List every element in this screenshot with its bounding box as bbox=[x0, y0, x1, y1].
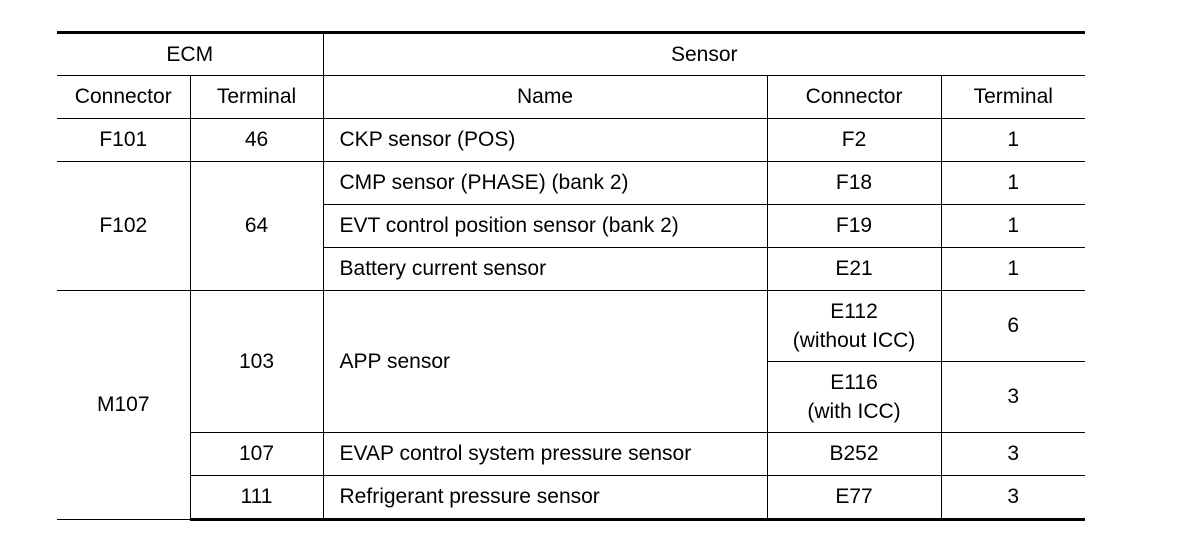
ecm-group-header: ECM bbox=[57, 31, 324, 76]
ecm-connector-cell: M107 bbox=[57, 290, 191, 520]
ecm-terminal-cell: 103 bbox=[189, 290, 324, 433]
sensor-connector-cell: B252 bbox=[766, 432, 942, 476]
connector-terminal-table: ECM Sensor Connector Terminal Name Conne… bbox=[57, 31, 1086, 521]
sensor-name-header: Name bbox=[322, 75, 768, 119]
sensor-connector-cell: E77 bbox=[766, 475, 942, 521]
table-row: 107 EVAP control system pressure sensor … bbox=[57, 432, 1086, 476]
table-row: F102 64 CMP sensor (PHASE) (bank 2) F18 … bbox=[57, 161, 1086, 291]
sensor-connector-cell: E112 (without ICC) bbox=[766, 290, 942, 362]
sensor-name-cell: EVT control position sensor (bank 2) bbox=[322, 204, 768, 248]
sensor-connector-header: Connector bbox=[766, 75, 942, 119]
ecm-terminal-cell: 107 bbox=[189, 432, 324, 476]
sensor-name-cell: EVAP control system pressure sensor bbox=[322, 432, 768, 476]
connector-variant-note: (without ICC) bbox=[792, 329, 916, 352]
sensor-name-cell: CKP sensor (POS) bbox=[322, 118, 768, 162]
sensor-terminal-cell: 1 bbox=[940, 247, 1086, 291]
sensor-connector-cell: F2 bbox=[766, 118, 942, 162]
connector-code: E116 bbox=[830, 371, 878, 394]
sensor-terminal-cell: 3 bbox=[940, 361, 1086, 433]
table-row: F101 46 CKP sensor (POS) F2 1 bbox=[57, 118, 1086, 162]
sensor-connector-cell: E116 (with ICC) bbox=[766, 361, 942, 433]
ecm-connector-cell: F101 bbox=[57, 118, 191, 162]
table-row: Battery current sensor E21 1 bbox=[57, 247, 1086, 291]
column-header-row: Connector Terminal Name Connector Termin… bbox=[57, 75, 1086, 119]
ecm-terminal-cell: 64 bbox=[189, 161, 324, 291]
connector-label: E112 (without ICC) bbox=[793, 297, 916, 355]
ecm-connector-header: Connector bbox=[57, 75, 191, 119]
sensor-group-header: Sensor bbox=[322, 31, 1086, 76]
sensor-terminal-header: Terminal bbox=[940, 75, 1086, 119]
ecm-connector-cell: F102 bbox=[57, 161, 191, 291]
sensor-terminal-cell: 1 bbox=[940, 204, 1086, 248]
sensor-name-cell: APP sensor bbox=[322, 290, 768, 433]
connector-code: E112 bbox=[830, 300, 878, 323]
sensor-name-cell: Battery current sensor bbox=[322, 247, 768, 291]
sensor-terminal-cell: 3 bbox=[940, 475, 1086, 521]
ecm-terminal-cell: 111 bbox=[189, 475, 324, 521]
group-header-row: ECM Sensor bbox=[57, 31, 1086, 76]
sensor-connector-cell: E21 bbox=[766, 247, 942, 291]
sensor-connector-cell: F19 bbox=[766, 204, 942, 248]
sensor-terminal-cell: 1 bbox=[940, 118, 1086, 162]
connector-label: E116 (with ICC) bbox=[807, 368, 900, 426]
ecm-terminal-header: Terminal bbox=[189, 75, 324, 119]
connector-variant-note: (with ICC) bbox=[807, 400, 901, 423]
sensor-connector-cell: F18 bbox=[766, 161, 942, 205]
sensor-name-cell: CMP sensor (PHASE) (bank 2) bbox=[322, 161, 768, 205]
sensor-terminal-cell: 6 bbox=[940, 290, 1086, 362]
sensor-terminal-cell: 1 bbox=[940, 161, 1086, 205]
ecm-terminal-cell: 46 bbox=[189, 118, 324, 162]
table-row: 111 Refrigerant pressure sensor E77 3 bbox=[57, 475, 1086, 521]
table-row: M107 103 APP sensor E112 (without ICC) 6 bbox=[57, 290, 1086, 520]
sensor-terminal-cell: 3 bbox=[940, 432, 1086, 476]
sensor-name-cell: Refrigerant pressure sensor bbox=[322, 475, 768, 521]
